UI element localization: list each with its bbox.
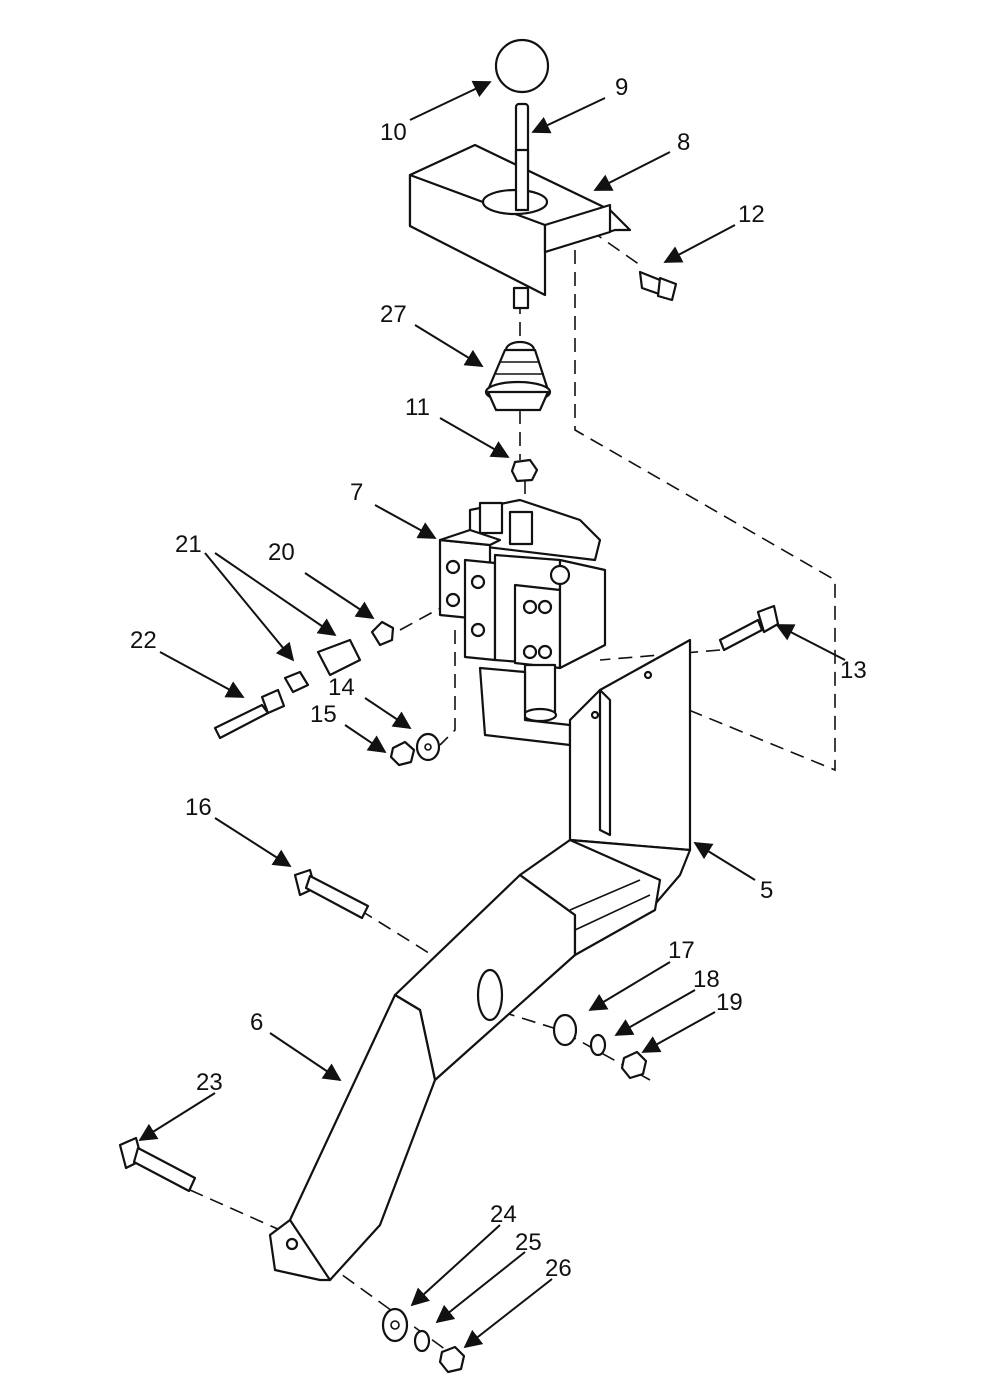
washer-14-part <box>415 732 441 762</box>
nut-15-part <box>389 740 416 767</box>
callout-25: 25 <box>515 1229 542 1256</box>
fitting-21-part <box>283 638 362 694</box>
knob-part <box>494 38 550 94</box>
hose-22-part <box>213 688 286 740</box>
callout-18: 18 <box>693 966 720 993</box>
callout-12: 12 <box>738 201 765 228</box>
callout-labels: 10 9 8 12 27 11 7 21 20 22 13 14 15 16 5… <box>130 74 867 1282</box>
callout-27: 27 <box>380 301 407 328</box>
rubber-boot-part <box>484 340 552 412</box>
bolt-23-part <box>118 1136 197 1193</box>
cover-plate-part <box>408 143 632 297</box>
callout-23: 23 <box>196 1069 223 1096</box>
callout-14: 14 <box>328 674 355 701</box>
callout-7: 7 <box>350 479 363 506</box>
callout-19: 19 <box>716 989 743 1016</box>
callout-26: 26 <box>545 1255 572 1282</box>
callout-11: 11 <box>405 394 430 421</box>
washer-17-part <box>552 1013 578 1047</box>
pedal-arm-part <box>268 838 662 1282</box>
callout-17: 17 <box>668 937 695 964</box>
callout-6: 6 <box>250 1009 263 1036</box>
nut-11-part <box>510 458 539 483</box>
bolt-13-part <box>718 604 780 652</box>
leader-arrows <box>138 80 846 1349</box>
callout-21: 21 <box>175 531 202 558</box>
callout-5: 5 <box>760 877 773 904</box>
fitting-20-part <box>370 620 395 647</box>
bolt-12-part <box>638 270 678 302</box>
callout-22: 22 <box>130 627 157 654</box>
callout-8: 8 <box>677 129 690 156</box>
nut-19-part <box>620 1050 648 1080</box>
callout-24: 24 <box>490 1201 517 1228</box>
nut-26-part <box>438 1345 466 1374</box>
washer-25-part <box>413 1329 431 1353</box>
callout-13: 13 <box>840 657 867 684</box>
callout-15: 15 <box>310 701 337 728</box>
bolt-16-part <box>293 868 370 920</box>
callout-16: 16 <box>185 794 212 821</box>
washer-18-part <box>589 1033 607 1057</box>
callout-9: 9 <box>615 74 628 101</box>
washer-24-part <box>381 1307 409 1343</box>
callout-20: 20 <box>268 539 295 566</box>
valve-block-part <box>438 498 607 723</box>
callout-10: 10 <box>380 119 407 146</box>
